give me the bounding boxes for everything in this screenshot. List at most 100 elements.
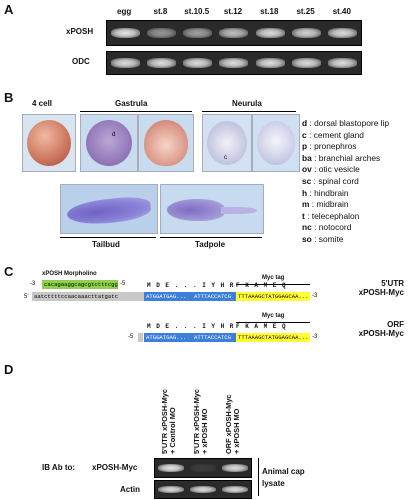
construct1-3-prime: -3 [312,293,318,299]
legend-separator: : [307,187,315,198]
legend-abbr: t [302,210,305,221]
blot-band [183,58,213,68]
ib-antibody-label: IB Ab to: [42,463,76,472]
blot-lane [155,481,187,498]
neurula-bracket-line [202,111,296,112]
panel-a-blot-xposh [106,20,362,46]
legend-text: dorsal blastopore lip [314,118,390,128]
legend-abbr: sc [302,175,312,186]
blot-band [183,27,213,39]
image-neurula-1: c [202,114,252,172]
blot-band [158,485,184,494]
construct2-label-line1: ORF [387,320,404,329]
legend-text: notocord [318,222,352,233]
blot-band [219,58,249,68]
legend-text: hindbrain [314,187,349,198]
blot-lane [219,481,251,498]
myc-sequence-2: TTTAAAGCTATGGAGCAA... [236,333,310,342]
tadpole-underline [160,237,262,238]
blot-band [292,27,322,39]
construct2-gray-stub [138,333,143,342]
morpholino-3-prime: -3 [30,281,36,287]
myc-tag-line-2 [236,322,310,323]
legend-text: branchial arches [318,152,381,163]
blot-band [255,27,285,39]
image-gastrula-section [138,114,194,172]
legend-abbr: h [302,187,308,198]
blot-band [190,485,216,494]
morpholino-sequence: cacagaaggcagcgtctttcggcga [42,280,118,289]
mark-cement-gland: c [224,155,227,161]
legend-separator: : [309,199,317,210]
aa-row2-b: F K A M E Q [236,323,287,330]
panel-d-lane-label: 5'UTR xPOSH-Myc+ xPOSH MO [192,389,209,454]
panel-a-blot-odc [106,51,362,75]
blot-lane [325,21,361,45]
legend-item: d : dorsal blastopore lip [302,118,389,130]
legend-text: otic vesicle [318,164,360,175]
construct1-label: 5'UTR xPOSH-Myc [340,279,404,297]
legend-item: t : telecephalon [302,211,389,223]
panel-d-letter: D [4,362,14,377]
panel-b-letter: B [4,90,14,105]
legend-separator: : [311,175,319,186]
mark-dorsal-lip: d [112,132,116,138]
legend-abbr: ba [302,152,312,163]
blot-lane [187,481,219,498]
morpholino-label: xPOSH Morpholino [42,271,97,277]
blot-lane [143,52,179,74]
construct2-label: ORF xPOSH-Myc [340,320,404,338]
myc-sequence-1: TTTAAAGCTATGGAGCAA... [236,292,310,301]
legend-separator: : [311,222,319,233]
blot-band [146,58,176,68]
stage-label-4-cell: 4 cell [32,99,53,108]
construct2-label-line2: xPOSH-Myc [358,329,404,338]
legend-abbr: p [302,141,308,152]
legend-separator: : [306,129,314,140]
construct2-3-prime: -3 [312,334,318,340]
aa-row1: M D E . . . I Y H R [147,282,235,289]
legend-abbr: c [302,129,307,140]
blot-band [255,58,285,68]
panel-a-lane-label: st.40 [332,7,351,16]
legend-item: ba : branchial arches [302,153,389,165]
blot-lane [107,21,143,45]
blot-lane [216,21,252,45]
construct1-label-line2: xPOSH-Myc [358,288,404,297]
utr-sequence: aatcttttccaacaaacttatgatc [32,292,144,301]
atg-sequence-2: ATGGATGAG... [144,333,192,342]
legend-text: pronephros [314,141,357,152]
panel-d-row-label-actin: Actin [120,485,140,494]
lysate-bracket [254,458,259,496]
panel-a-row-label-odc: ODC [72,57,90,66]
blot-band [328,27,358,39]
image-neurula-2 [252,114,300,172]
blot-band [158,464,184,472]
blot-lane [107,52,143,74]
blot-band [222,464,248,472]
blot-lane [219,459,251,477]
panel-d-lane-label: ORF xPOSH-Myc+ xPOSH MO [224,394,241,454]
legend-item: c : cement gland [302,130,389,142]
blot-band [292,58,322,68]
blot-lane [216,52,252,74]
panel-a-lane-label: st.12 [223,7,243,16]
panel-d-lane-label-line: + xPOSH MO [200,408,209,454]
mid-sequence-2: ATTTACCATCG [192,333,236,342]
image-tadpole [160,184,264,234]
panel-d-blot-actin [154,480,252,499]
legend-abbr: m [302,199,310,210]
panel-a-lane-label: st.25 [296,7,315,16]
panel-a-lane-label: st.8 [153,7,168,16]
mid-sequence-1: ATTTACCATCG [192,292,236,301]
construct1-5-prime: 5' [24,294,29,300]
panel-d-lane-label-line: + xPOSH MO [232,408,241,454]
legend-text: cement gland [313,129,364,140]
construct2-5-prime: -5 [128,334,134,340]
image-tailbud [60,184,158,234]
tailbud-underline [60,237,156,238]
blot-band [110,27,140,39]
morpholino-5-prime: -5 [120,281,126,287]
legend-text: telecephalon [311,210,360,221]
